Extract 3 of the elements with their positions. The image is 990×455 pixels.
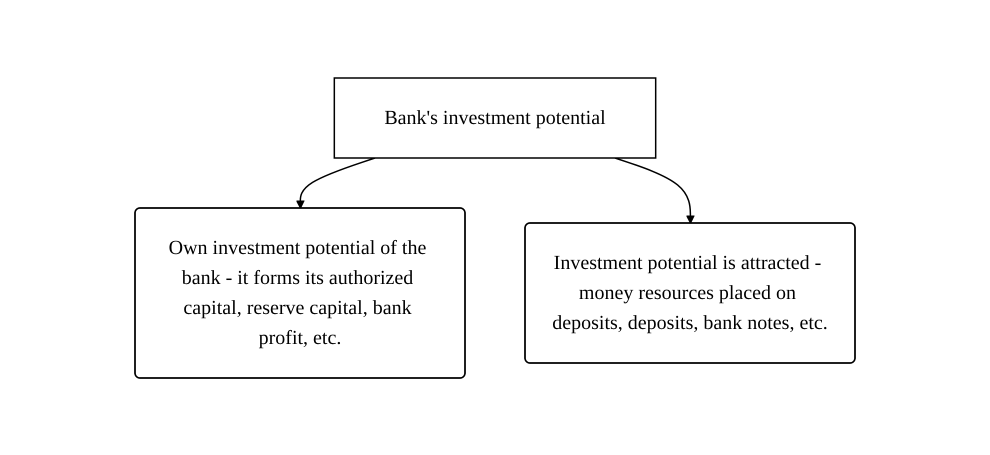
arrow: [614, 156, 695, 224]
arrow: [296, 156, 376, 208]
node-box: Bank's investment potential: [334, 76, 656, 158]
